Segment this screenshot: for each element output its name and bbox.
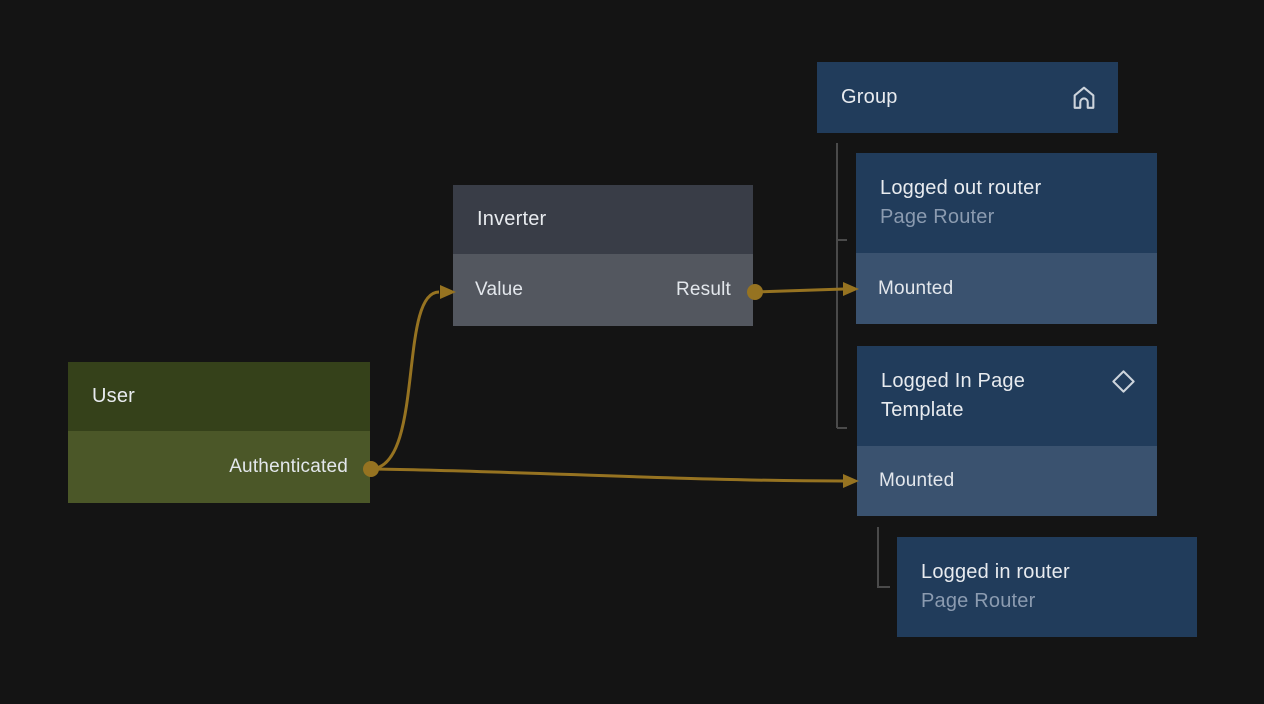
port-mounted-input[interactable]: Mounted [879, 470, 955, 491]
port-authenticated-output[interactable]: Authenticated [229, 456, 348, 477]
node-title: User [92, 385, 136, 407]
port-value-input[interactable]: Value [475, 279, 524, 300]
edge-authenticated-to-value[interactable] [370, 290, 440, 471]
node-logged-in-router-header[interactable]: Logged in router Page Router [897, 537, 1197, 637]
node-title: Logged in router [921, 561, 1070, 583]
group-children-connector [836, 143, 847, 429]
node-subtitle: Page Router [921, 590, 1036, 612]
node-title: Inverter [477, 208, 547, 230]
node-title: Logged In Page Template [881, 370, 1026, 421]
edge-result-to-mounted[interactable] [754, 287, 845, 294]
template-child-connector [877, 527, 890, 588]
node-logged-in-page-template[interactable]: Logged In Page Template Mounted [857, 346, 1157, 516]
node-inverter-ports: Value Result [453, 254, 753, 326]
node-user[interactable]: User Authenticated [68, 362, 370, 503]
node-logged-out-router[interactable]: Logged out router Page Router Mounted [856, 153, 1157, 324]
node-group-header[interactable]: Group [817, 62, 1118, 133]
node-title: Group [841, 86, 898, 108]
node-logged-in-page-template-header[interactable]: Logged In Page Template [857, 346, 1157, 446]
node-group[interactable]: Group [817, 62, 1118, 133]
node-subtitle: Page Router [880, 206, 995, 228]
port-result-output[interactable]: Result [675, 279, 731, 300]
node-inverter[interactable]: Inverter Value Result [453, 185, 753, 326]
result-output-port-dot[interactable] [747, 284, 763, 300]
node-logged-in-page-template-ports: Mounted [857, 446, 1157, 516]
edge-arrowhead [843, 282, 859, 296]
node-inverter-header[interactable]: Inverter [453, 185, 753, 254]
node-user-header[interactable]: User [68, 362, 370, 431]
node-logged-out-router-ports: Mounted [856, 253, 1157, 324]
node-logged-in-router[interactable]: Logged in router Page Router [897, 537, 1197, 637]
edge-arrowhead [440, 285, 456, 299]
edge-authenticated-to-template-mounted[interactable] [370, 467, 844, 483]
home-icon [1070, 84, 1098, 117]
node-logged-out-router-header[interactable]: Logged out router Page Router [856, 153, 1157, 253]
diamond-icon [1110, 368, 1137, 400]
node-title: Logged out router [880, 177, 1042, 199]
port-mounted-input[interactable]: Mounted [878, 277, 954, 299]
edge-arrowhead [843, 474, 859, 488]
node-user-ports: Authenticated [68, 431, 370, 503]
authenticated-output-port-dot[interactable] [363, 461, 379, 477]
